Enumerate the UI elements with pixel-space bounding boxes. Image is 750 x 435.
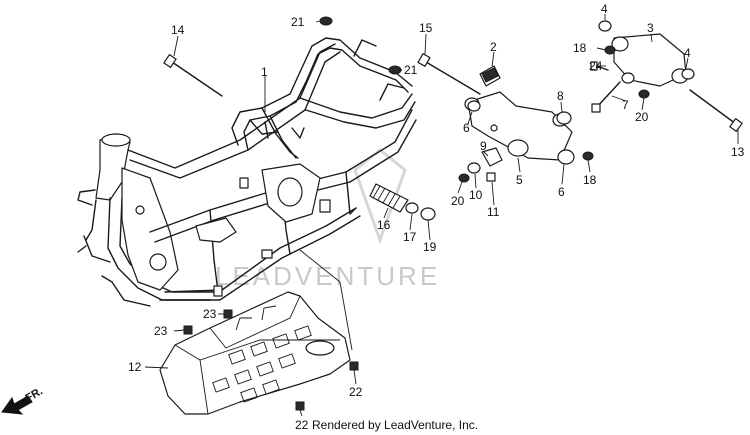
callout-1: 1 [261,65,268,79]
callout-16: 16 [377,218,391,232]
callout-14: 14 [171,23,185,37]
callout-7: 7 [622,98,629,112]
front-direction-arrow: FR. [1,385,45,415]
nut-18 [604,45,616,55]
bolt-23b [223,309,233,319]
callout-21-mid: 21 [404,63,418,77]
skid-plate [159,291,351,415]
bushing-4 [598,20,612,32]
callout-23-top: 23 [203,307,217,321]
credit-text: Rendered by LeadVenture, Inc. [312,418,478,432]
nut-18b [582,151,594,161]
callout-6-left: 6 [463,121,470,135]
callouts: 1 2 3 4 4 5 6 6 7 8 9 10 11 12 13 14 15 … [128,2,745,432]
bolt-14 [163,54,223,97]
callout-15: 15 [419,21,433,35]
bolt-23 [183,325,193,335]
callout-12: 12 [128,360,142,374]
bolt-11 [486,172,496,182]
callout-20-right: 20 [635,110,649,124]
callout-4-right: 4 [684,46,691,60]
callout-8: 8 [557,89,564,103]
nut-20b [638,89,650,99]
callout-10: 10 [469,188,483,202]
watermark-text: LEADVENTURE [215,261,440,291]
front-label: FR. [24,385,45,404]
bushing-4b [681,68,695,80]
washer-17 [405,202,419,214]
rubber-2 [479,65,501,87]
callout-22-right: 22 [349,385,363,399]
leader-lines [144,14,739,417]
callout-4-top: 4 [601,2,608,16]
callout-9: 9 [480,139,487,153]
callout-17: 17 [403,230,417,244]
bolt-7 [591,81,621,113]
mount-9 [467,147,503,174]
nut-19 [420,207,436,221]
callout-11: 11 [487,205,500,219]
main-frame [77,37,417,307]
callout-18-top: 18 [573,41,587,55]
spring-16 [369,183,409,213]
callout-2: 2 [490,40,497,54]
bolt-22b [295,401,305,411]
collar-8 [556,111,572,125]
callout-3: 3 [647,21,654,35]
callout-13: 13 [731,145,745,159]
nut-20 [458,173,470,183]
callout-23-left: 23 [154,324,168,338]
callout-20-left: 20 [451,194,465,208]
callout-6-right: 6 [558,185,565,199]
callout-19: 19 [423,240,437,254]
callout-24: 24 [589,59,603,73]
bolt-13 [689,89,743,132]
callout-18-bottom: 18 [583,173,597,187]
bolt-22 [349,361,359,371]
callout-22-bottom: 22 [295,418,309,432]
callout-5: 5 [516,173,523,187]
watermark: LEADVENTURE [215,148,440,291]
bolt-15 [417,53,481,95]
hanger-3 [611,33,689,87]
bushing-6 [467,100,575,165]
callout-21-top: 21 [291,15,305,29]
